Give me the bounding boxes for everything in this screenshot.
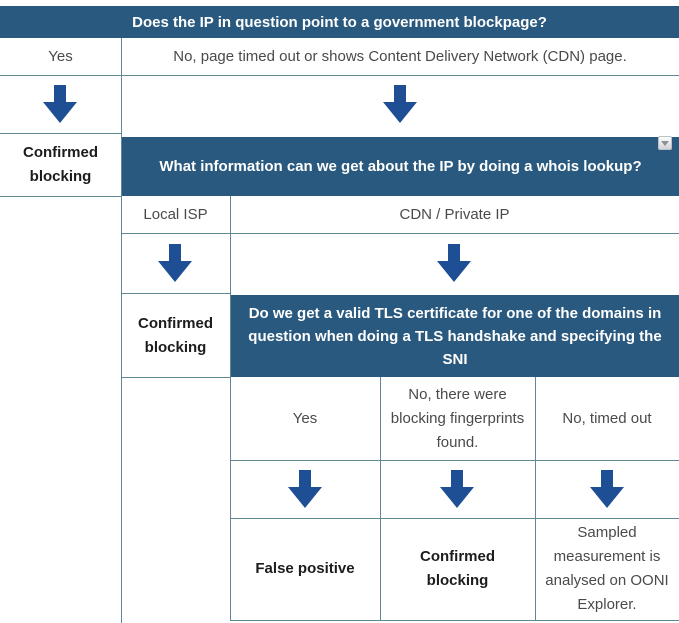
answer-tls-yes-cell: Yes xyxy=(292,410,318,427)
dropdown-triangle-icon xyxy=(661,140,669,146)
question-whois-header: What information can we get about the IP… xyxy=(122,137,679,196)
question-blockpage-text: Does the IP in question point to a gover… xyxy=(132,13,547,31)
result-confirmed-blocking-2: Confirmed blocking xyxy=(138,314,213,356)
grid-line xyxy=(0,75,679,76)
grid-line xyxy=(121,233,679,234)
answer-timed-out-cell: No, timed out xyxy=(562,410,652,427)
down-arrow-icon xyxy=(43,85,77,123)
question-tls-text: Do we get a valid TLS certificate for on… xyxy=(248,304,662,368)
grid-line xyxy=(121,377,230,378)
result-confirmed-blocking-3: Confirmed blocking xyxy=(420,548,495,589)
down-arrow-icon xyxy=(590,470,624,508)
down-arrow-icon xyxy=(437,244,471,282)
question-blockpage-header: Does the IP in question point to a gover… xyxy=(0,6,679,38)
answer-yes-cell: Yes xyxy=(48,47,73,65)
grid-line xyxy=(230,518,679,519)
answer-no-cdn-cell: No, page timed out or shows Content Deli… xyxy=(173,47,627,65)
result-confirmed-blocking-1: Confirmed blocking xyxy=(23,144,98,185)
grid-line xyxy=(0,196,121,197)
down-arrow-icon xyxy=(158,244,192,282)
answer-blocking-fingerprints-cell: No, there were blocking fingerprints fou… xyxy=(390,386,525,451)
grid-line xyxy=(230,196,231,621)
result-false-positive: False positive xyxy=(255,560,355,577)
question-whois-text: What information can we get about the IP… xyxy=(159,158,642,175)
down-arrow-icon xyxy=(383,85,417,123)
answer-local-isp-cell: Local ISP xyxy=(143,206,208,223)
result-sampled-measurement: Sampled measurement is analysed on OONI … xyxy=(545,524,669,613)
grid-line xyxy=(0,133,121,134)
question-tls-header: Do we get a valid TLS certificate for on… xyxy=(231,295,679,377)
grid-line xyxy=(380,377,381,621)
down-arrow-icon xyxy=(440,470,474,508)
dropdown-arrow-icon[interactable] xyxy=(658,136,672,150)
down-arrow-icon xyxy=(288,470,322,508)
grid-line xyxy=(121,293,230,294)
grid-line xyxy=(121,38,122,623)
grid-line xyxy=(230,460,679,461)
grid-line xyxy=(535,377,536,621)
grid-line xyxy=(230,620,679,621)
answer-cdn-private-ip-cell: CDN / Private IP xyxy=(399,206,510,223)
